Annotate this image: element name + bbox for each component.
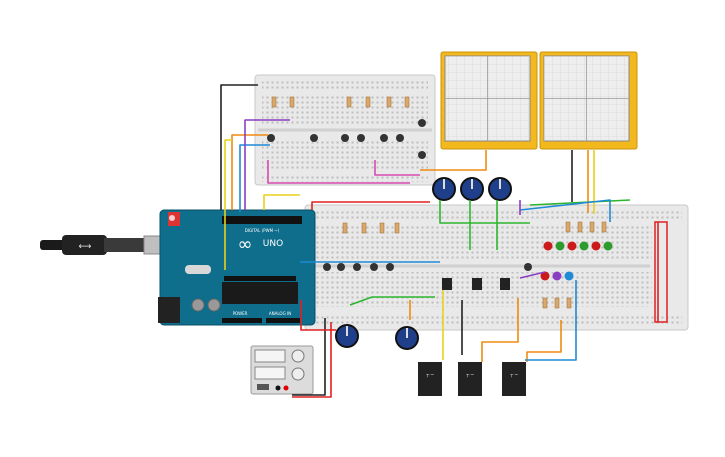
usb-cable[interactable]: ⟷ <box>40 235 170 255</box>
digital-header-label: DIGITAL (PWM ~) <box>245 228 280 233</box>
wires[interactable] <box>220 84 659 398</box>
relay-1[interactable]: ┬ ─ <box>418 362 442 396</box>
main-breadboard[interactable] <box>304 204 689 331</box>
power-supply[interactable] <box>250 345 314 395</box>
potentiometer-1[interactable] <box>432 177 456 201</box>
arduino-board[interactable]: ∞ UNO DIGITAL (PWM ~) POWER ANALOG IN <box>158 209 316 326</box>
transistors[interactable] <box>442 278 510 290</box>
arduino-logo: ∞ <box>238 234 253 255</box>
svg-text:┬ ─: ┬ ─ <box>425 372 435 378</box>
potentiometer-5[interactable] <box>395 326 419 350</box>
oscilloscope-1[interactable] <box>440 51 538 150</box>
svg-text:┬ ─: ┬ ─ <box>509 372 519 378</box>
power-header-label: POWER <box>233 311 248 316</box>
resistors <box>271 96 607 309</box>
usb-plug-icon: ⟷ <box>79 242 92 252</box>
arduino-brand-label: UNO <box>263 239 283 249</box>
relay-3[interactable]: ┬ ─ <box>502 362 526 396</box>
analog-header-label: ANALOG IN <box>269 311 291 316</box>
potentiometer-2[interactable] <box>460 177 484 201</box>
potentiometer-4[interactable] <box>335 324 359 348</box>
svg-text:┬ ─: ┬ ─ <box>465 372 475 378</box>
led-row-upper[interactable] <box>543 241 613 251</box>
relay-2[interactable]: ┬ ─ <box>458 362 482 396</box>
potentiometer-3[interactable] <box>488 177 512 201</box>
oscilloscope-2[interactable] <box>539 51 638 150</box>
push-buttons[interactable] <box>267 119 532 271</box>
upper-breadboard[interactable] <box>254 74 436 186</box>
led-row-lower[interactable] <box>540 271 574 281</box>
